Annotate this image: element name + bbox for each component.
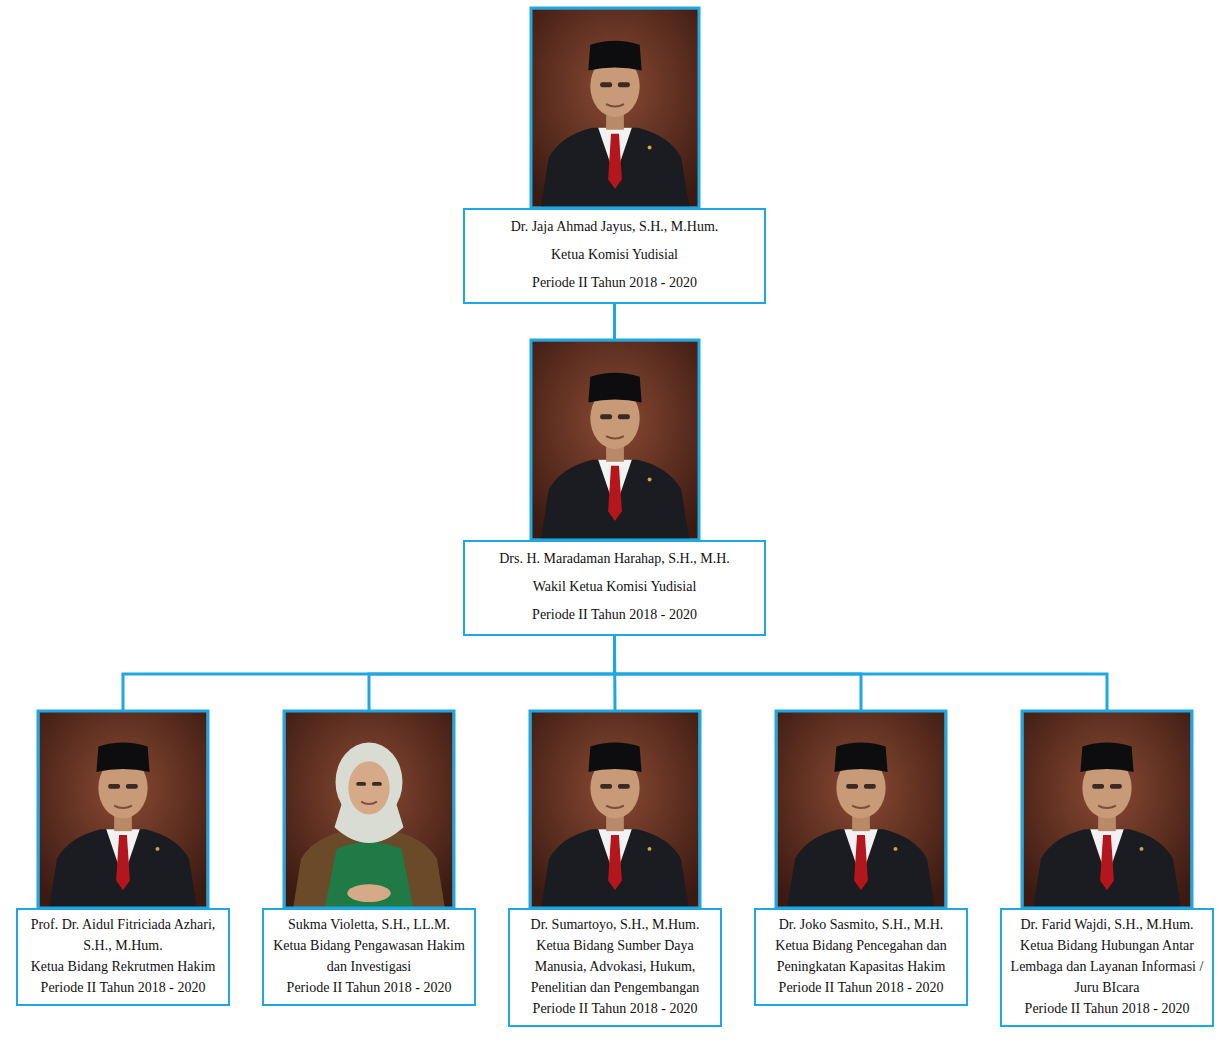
- portrait-photo: [530, 711, 700, 908]
- member-node: Dr. Joko Sasmito, S.H., M.H.Ketua Bidang…: [754, 711, 968, 1006]
- member-node: Dr. Farid Wajdi, S.H., M.Hum.Ketua Bidan…: [1000, 711, 1214, 1027]
- member-node: Drs. H. Maradaman Harahap, S.H., M.H.Wak…: [463, 340, 766, 636]
- member-label-box: Drs. H. Maradaman Harahap, S.H., M.H.Wak…: [463, 540, 766, 636]
- member-label-box: Dr. Jaja Ahmad Jayus, S.H., M.Hum.Ketua …: [463, 208, 766, 304]
- member-label-box: Prof. Dr. Aidul Fitriciada Azhari, S.H.,…: [16, 908, 230, 1006]
- member-position: Ketua Bidang Sumber Daya Manusia, Advoka…: [516, 935, 714, 998]
- portrait-photo: [38, 711, 208, 908]
- member-position: Wakil Ketua Komisi Yudisial: [471, 573, 758, 601]
- member-node: Dr. Jaja Ahmad Jayus, S.H., M.Hum.Ketua …: [463, 8, 766, 304]
- portrait-photo: [531, 8, 699, 208]
- member-position: Ketua Bidang Hubungan Antar Lembaga dan …: [1008, 935, 1206, 998]
- member-node: Dr. Sumartoyo, S.H., M.Hum.Ketua Bidang …: [508, 711, 722, 1027]
- member-period: Periode II Tahun 2018 - 2020: [762, 977, 960, 998]
- member-period: Periode II Tahun 2018 - 2020: [1008, 998, 1206, 1019]
- portrait-photo: [776, 711, 946, 908]
- member-name: Dr. Joko Sasmito, S.H., M.H.: [762, 914, 960, 935]
- member-name: Dr. Sumartoyo, S.H., M.Hum.: [516, 914, 714, 935]
- member-period: Periode II Tahun 2018 - 2020: [24, 977, 222, 998]
- portrait-photo: [284, 711, 454, 908]
- member-label-box: Dr. Farid Wajdi, S.H., M.Hum.Ketua Bidan…: [1000, 908, 1214, 1027]
- org-connector: [615, 636, 1108, 711]
- portrait-photo: [531, 340, 699, 540]
- member-name: Prof. Dr. Aidul Fitriciada Azhari, S.H.,…: [24, 914, 222, 956]
- member-label-box: Dr. Sumartoyo, S.H., M.Hum.Ketua Bidang …: [508, 908, 722, 1027]
- member-period: Periode II Tahun 2018 - 2020: [471, 269, 758, 297]
- member-name: Sukma Violetta, S.H., LL.M.: [270, 914, 468, 935]
- org-connector: [123, 636, 615, 711]
- member-name: Dr. Jaja Ahmad Jayus, S.H., M.Hum.: [471, 213, 758, 241]
- portrait-photo: [1022, 711, 1192, 908]
- member-node: Prof. Dr. Aidul Fitriciada Azhari, S.H.,…: [16, 711, 230, 1006]
- member-name: Dr. Farid Wajdi, S.H., M.Hum.: [1008, 914, 1206, 935]
- member-position: Ketua Bidang Rekrutmen Hakim: [24, 956, 222, 977]
- member-period: Periode II Tahun 2018 - 2020: [516, 998, 714, 1019]
- member-position: Ketua Bidang Pengawasan Hakim dan Invest…: [270, 935, 468, 977]
- org-connector: [369, 636, 615, 711]
- member-position: Ketua Komisi Yudisial: [471, 241, 758, 269]
- member-label-box: Dr. Joko Sasmito, S.H., M.H.Ketua Bidang…: [754, 908, 968, 1006]
- member-position: Ketua Bidang Pencegahan dan Peningkatan …: [762, 935, 960, 977]
- member-label-box: Sukma Violetta, S.H., LL.M.Ketua Bidang …: [262, 908, 476, 1006]
- member-period: Periode II Tahun 2018 - 2020: [471, 601, 758, 629]
- member-name: Drs. H. Maradaman Harahap, S.H., M.H.: [471, 545, 758, 573]
- org-connector: [613, 304, 616, 340]
- member-period: Periode II Tahun 2018 - 2020: [270, 977, 468, 998]
- member-node: Sukma Violetta, S.H., LL.M.Ketua Bidang …: [262, 711, 476, 1006]
